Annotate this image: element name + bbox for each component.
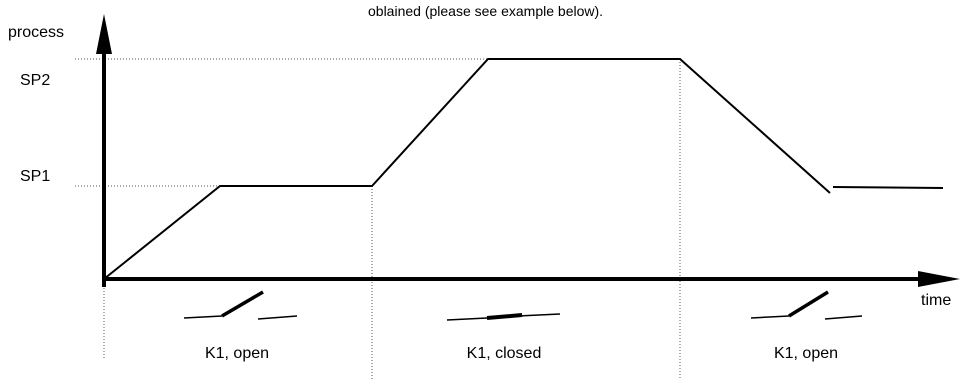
y-axis-arrow-icon — [96, 14, 112, 54]
sp1-label: SP1 — [20, 168, 50, 185]
y-axis-label: process — [8, 24, 64, 41]
switch-closed-icon — [446, 313, 561, 321]
phase-label-3: K1, open — [774, 345, 838, 362]
process-curve-final-segment — [832, 186, 944, 189]
header-note: oblained (please see example below). — [368, 3, 603, 19]
phase-label-2: K1, closed — [467, 345, 542, 362]
x-axis-label: time — [921, 292, 951, 309]
process-curve — [103, 58, 831, 280]
x-axis-arrow-icon — [918, 271, 960, 287]
sp2-label: SP2 — [20, 72, 50, 89]
phase-label-1: K1, open — [205, 345, 269, 362]
switch-open-icon — [750, 290, 863, 320]
switch-open-icon — [183, 290, 298, 320]
